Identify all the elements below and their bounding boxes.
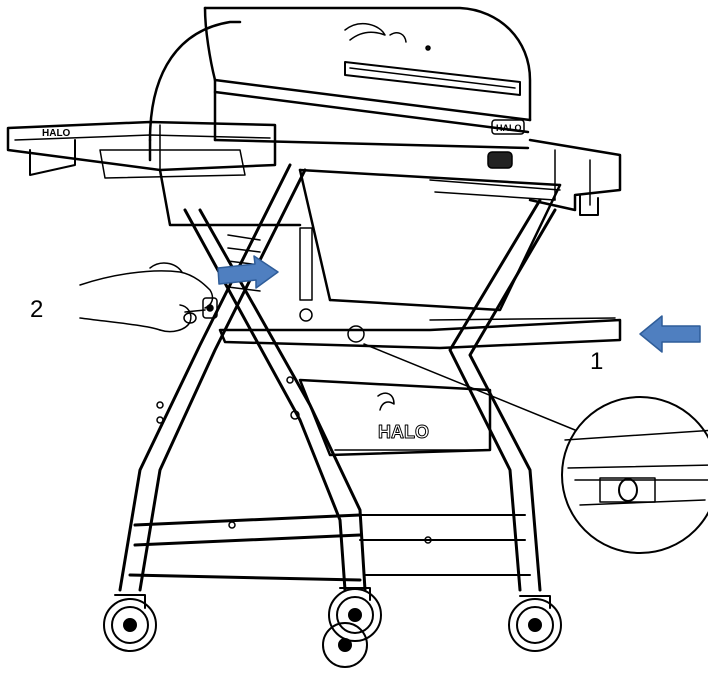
hand-icon	[79, 262, 214, 333]
step-1-label: 1	[590, 348, 604, 375]
lower-shelf	[218, 317, 622, 350]
knob-icon	[202, 297, 218, 319]
right-side-shelf	[487, 138, 622, 216]
lid-badge-text: HALO	[496, 123, 522, 133]
x-frame	[118, 163, 557, 592]
step-2-label: 2	[30, 296, 44, 323]
arrow-right-icon	[217, 255, 279, 289]
side-logo-text: HALO	[42, 128, 71, 139]
detail-callout	[363, 343, 708, 554]
front-logo-text: HALO	[378, 422, 429, 442]
front-logo-panel	[298, 378, 492, 457]
grill-lid	[148, 6, 532, 162]
left-side-shelf	[6, 120, 277, 179]
casters	[103, 587, 562, 668]
arrow-left-icon	[639, 315, 701, 353]
